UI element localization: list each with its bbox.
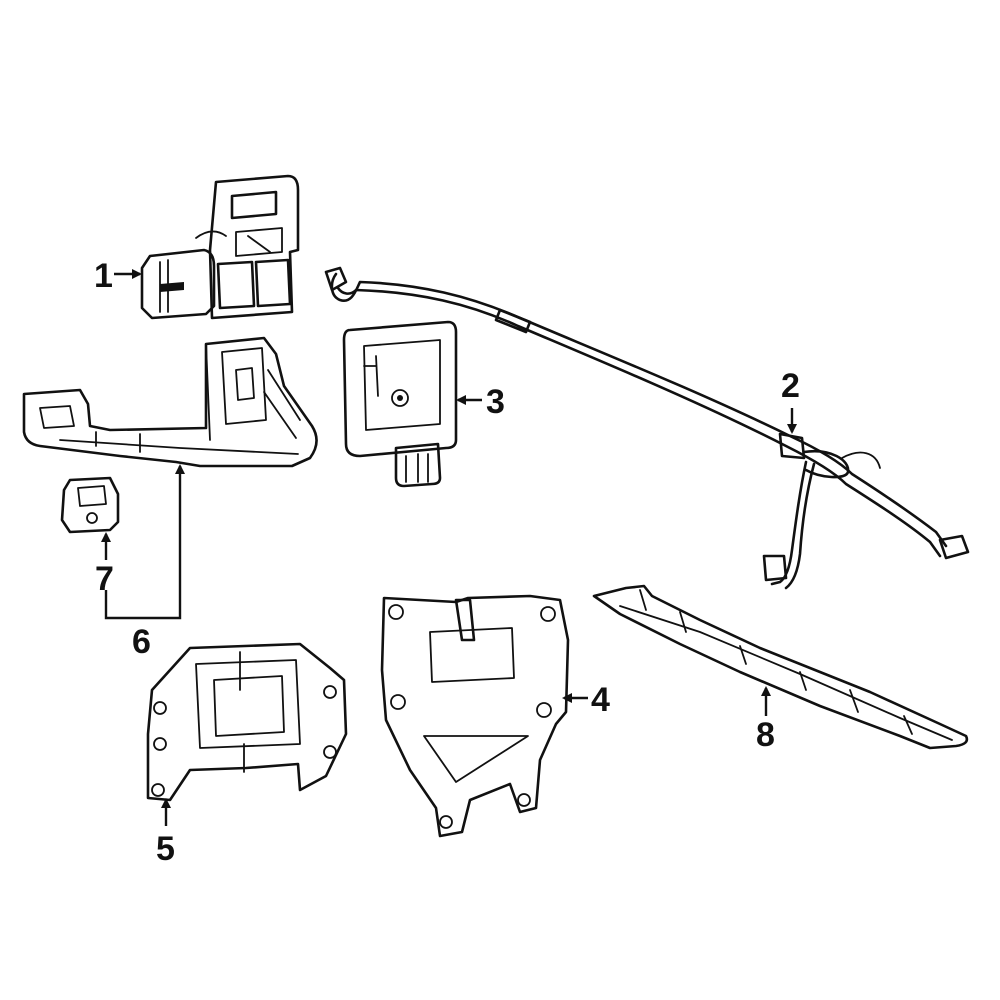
callout-2: 2 — [781, 367, 800, 405]
part-1-sensor — [140, 174, 300, 320]
callout-leaders — [101, 269, 797, 826]
callout-7: 7 — [95, 560, 114, 598]
part-8-rail — [592, 584, 969, 750]
part-3-control-module — [342, 320, 458, 488]
callout-5: 5 — [156, 830, 175, 868]
callout-3: 3 — [486, 383, 505, 421]
part-2-wiring-harness — [324, 266, 970, 590]
part-5-mounting-bracket — [146, 642, 348, 802]
callout-1: 1 — [94, 257, 113, 295]
part-7-clip — [60, 476, 120, 534]
part-6-bracket — [22, 336, 318, 468]
part-4-module-bracket — [380, 594, 570, 838]
callout-4: 4 — [591, 681, 610, 719]
callout-6: 6 — [132, 623, 151, 661]
callout-8: 8 — [756, 716, 775, 754]
